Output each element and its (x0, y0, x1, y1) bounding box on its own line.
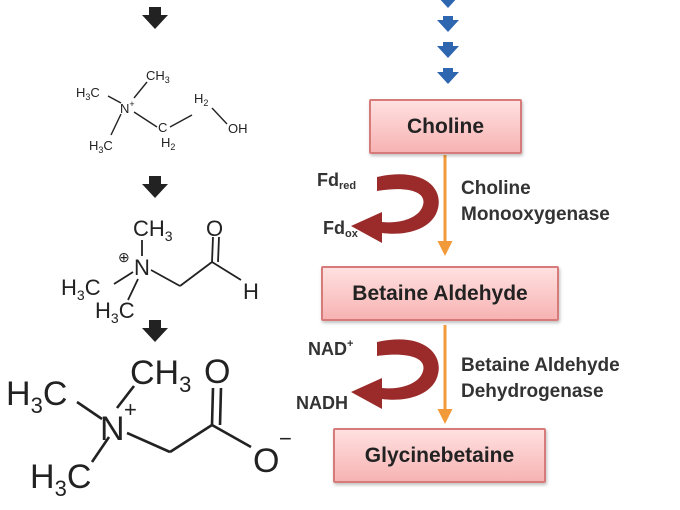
choline-hydroxyl: OH (228, 121, 248, 136)
glycinebetaine-nitrogen: N (100, 410, 125, 448)
choline-structure: H3C CH3 H3C N+ C H2 H2 OH (76, 68, 248, 155)
enzyme-2-line-1: Betaine Aldehyde (461, 355, 620, 376)
betaine-aldehyde-nitrogen: N (134, 255, 150, 280)
black-down-arrow-icon (142, 320, 168, 342)
choline-carbon-1: C (158, 120, 167, 135)
cofactor-fd-red: Fdred (317, 170, 357, 192)
choline-nitrogen: N+ (120, 99, 135, 116)
compound-box-glycinebetaine: Glycinebetaine (333, 428, 546, 483)
glycinebetaine-oxygen-bottom: O (253, 442, 279, 480)
glycinebetaine-methyl-bottom: H3C (30, 458, 91, 501)
enzyme-1-line-2: Monooxygenase (461, 204, 610, 225)
betaine-aldehyde-charge: ⊕ (118, 249, 130, 265)
glycinebetaine-structure: H3C CH3 H3C N + O O − (6, 353, 292, 501)
betaine-aldehyde-oxygen: O (206, 216, 223, 241)
enzyme-label-choline-monooxygenase: Choline Monooxygenase (461, 176, 610, 228)
compound-box-choline: Choline (369, 99, 522, 154)
black-down-arrow-icon (142, 176, 168, 198)
compound-box-betaine-aldehyde: Betaine Aldehyde (321, 266, 559, 321)
choline-carbon-1-h2: H2 (161, 135, 175, 152)
enzyme-1-line-1: Choline (461, 178, 531, 199)
betaine-aldehyde-methyl-bottom: H3C (95, 298, 135, 326)
choline-methyl-1: H3C (76, 85, 100, 102)
choline-carbon-2-h2: H2 (194, 91, 208, 108)
glycinebetaine-n-charge: + (124, 397, 137, 422)
blue-down-arrow-icon (437, 42, 459, 58)
blue-down-arrow-icon (437, 68, 459, 84)
curved-arrow-icon (351, 339, 439, 409)
betaine-aldehyde-structure: CH3 H3C H3C N ⊕ O H (61, 216, 259, 326)
enzyme-label-betaine-aldehyde-dehydrogenase: Betaine Aldehyde Dehydrogenase (461, 353, 620, 405)
betaine-aldehyde-methyl-left: H3C (61, 275, 101, 303)
betaine-aldehyde-hydrogen: H (243, 279, 259, 304)
curved-arrow-icon (351, 174, 439, 243)
glycinebetaine-oxygen-top: O (204, 353, 230, 391)
blue-down-arrow-icon (437, 16, 459, 32)
glycinebetaine-methyl-top: CH3 (130, 354, 191, 397)
blue-down-arrow-icon (440, 0, 456, 8)
glycinebetaine-o-charge: − (279, 426, 292, 451)
choline-methyl-2: CH3 (146, 68, 170, 85)
enzyme-2-line-2: Dehydrogenase (461, 381, 604, 402)
betaine-aldehyde-methyl-top: CH3 (133, 216, 173, 244)
cofactor-nadh: NADH (296, 393, 348, 413)
glycinebetaine-methyl-left: H3C (6, 375, 67, 418)
upstream-arrows (437, 0, 459, 84)
choline-methyl-3: H3C (89, 138, 113, 155)
black-down-arrow-icon (142, 7, 168, 29)
cofactor-fd-ox: Fdox (323, 218, 358, 240)
cofactor-nad-plus: NAD+ (308, 338, 354, 359)
